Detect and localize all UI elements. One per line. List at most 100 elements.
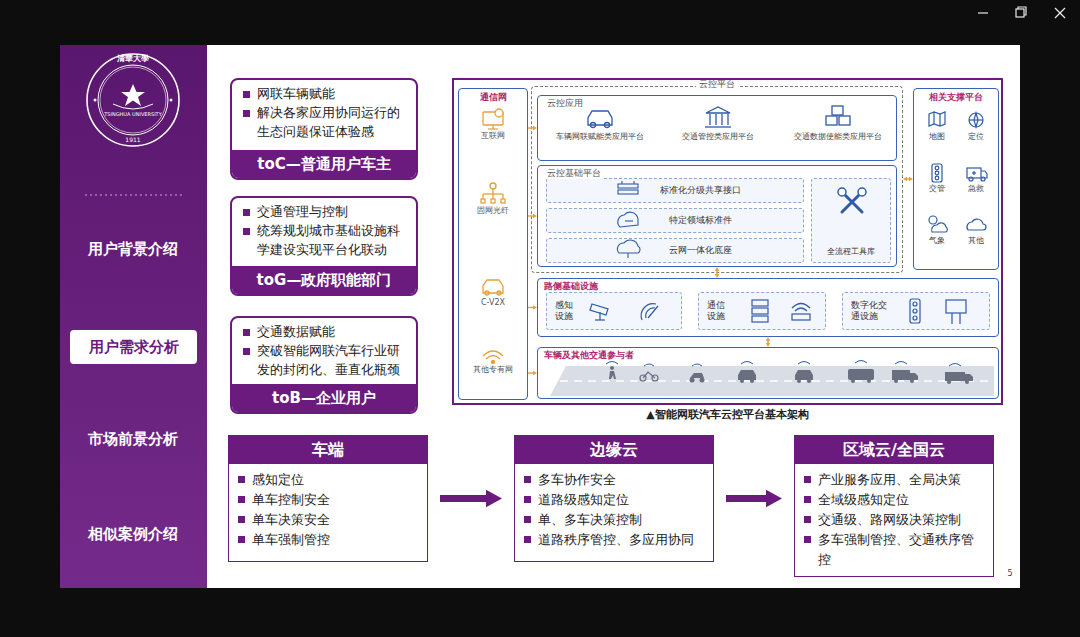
- arrowhead: [766, 337, 770, 341]
- connector-line: [528, 215, 534, 216]
- facility-label: 数字化交通设施: [851, 300, 888, 322]
- panel-heading: 区域云/全国云: [843, 440, 945, 461]
- card-footer-label: toC—普通用户车主: [257, 155, 390, 174]
- text-label: 交通管控类应用平台: [682, 133, 754, 142]
- tier-panel: 车端感知定位单车控制安全单车决策安全单车强制管控: [228, 435, 428, 562]
- arrowhead: [533, 305, 537, 309]
- connector: [528, 214, 537, 218]
- arrowhead: [766, 490, 782, 508]
- text-label: 相似案例介绍: [88, 526, 178, 543]
- connector: [726, 490, 782, 508]
- arrowhead: [533, 371, 537, 375]
- text-label: 其他专有网: [473, 366, 513, 375]
- box-label: 用户需求分析: [89, 338, 179, 357]
- layer-title: 通信网: [480, 93, 507, 103]
- bullet-text: 交通管理与控制: [242, 203, 408, 222]
- connector: [715, 267, 719, 278]
- text-label: 互联网: [481, 132, 505, 141]
- connector-line: [528, 127, 534, 128]
- facility-label: 感知设施: [555, 300, 574, 322]
- user-card: 网联车辆赋能解决各家应用协同运行的生态问题保证体验感 toC—普通用户车主: [230, 78, 418, 180]
- connector: [528, 305, 537, 309]
- connector: [903, 177, 913, 181]
- box-label: 标准化分级共享接口: [660, 184, 741, 197]
- connector: [766, 337, 770, 347]
- layer-title: 云控基础平台: [544, 169, 604, 179]
- bullet-text: 多车强制管控、交通秩序管控: [803, 530, 985, 570]
- layer-box: 云控基础平台标准化分级共享接口特定领域标准件云网一体化底座 全流程工具库: [537, 165, 897, 267]
- bullet-text: 单车决策安全: [237, 510, 419, 530]
- arrowhead: [533, 126, 537, 130]
- connector: [528, 126, 537, 130]
- bullet-text: 全域级感知定位: [803, 490, 985, 510]
- support-box: 相关支撑平台: [913, 88, 999, 270]
- user-card: 交通数据赋能突破智能网联汽车行业研发的封闭化、垂直化瓶颈toB—企业用户: [230, 316, 418, 414]
- bullet-text: 产业服务应用、全局决策: [803, 470, 985, 490]
- text-label: 定位: [968, 133, 984, 142]
- connector-line: [528, 372, 534, 373]
- layer-box: 路侧基础设施感知设施 通信设施 数字化交通设施: [537, 278, 999, 337]
- facility-box: 通信设施: [698, 292, 826, 330]
- text-label: 市场前景分析: [88, 431, 178, 448]
- layer-title: 路侧基础设施: [544, 282, 598, 292]
- connector-line: [767, 340, 768, 344]
- bullet-text: 单、多车决策控制: [523, 510, 705, 530]
- menu-item-active: 用户需求分析: [70, 330, 197, 364]
- bullet-text: 交通数据赋能: [242, 323, 408, 342]
- text-label: 气象: [929, 237, 945, 246]
- architecture-frame: ▲智能网联汽车云控平台基本架构通信网云控平台云控应用云控基础平台标准化分级共享接…: [452, 78, 1003, 405]
- layer-box: 车辆及其他交通参与者: [537, 347, 999, 399]
- layer-title: 车辆及其他交通参与者: [544, 351, 634, 361]
- layer-box: 云控应用: [537, 95, 897, 161]
- user-card: 交通管理与控制统筹规划城市基础设施科学建设实现平台化联动 toG—政府职能部门: [230, 196, 418, 296]
- bullet-text: 统筹规划城市基础设施科学建设实现平台化联动: [242, 222, 408, 260]
- connector-line: [440, 495, 489, 502]
- arrowhead: [715, 274, 719, 278]
- arrowhead: [715, 267, 719, 271]
- arrowhead: [533, 214, 537, 218]
- bullet-text: 网联车辆赋能: [242, 85, 408, 104]
- group-title: 云控平台: [696, 80, 738, 90]
- panel-heading: 边缘云: [590, 440, 638, 461]
- connector: [528, 371, 537, 375]
- facility-box: 感知设施: [546, 292, 682, 330]
- bullet-text: 道路秩序管控、多应用协同: [523, 530, 705, 550]
- text-label: 1911: [125, 137, 140, 144]
- facility-label: 通信设施: [707, 300, 726, 322]
- component-box: 特定领域标准件: [546, 208, 804, 233]
- tier-panel: 区域云/全国云产业服务应用、全局决策全域级感知定位交通级、路网级决策控制多车强制…: [794, 435, 994, 577]
- card-footer-label: toG—政府职能部门: [257, 271, 392, 290]
- bullet-text: 感知定位: [237, 470, 419, 490]
- arrowhead: [486, 490, 502, 508]
- text-label: 用户背景介绍: [88, 241, 178, 258]
- text-label: 交管: [929, 185, 945, 194]
- arrowhead: [766, 343, 770, 347]
- card-footer-label: toB—企业用户: [272, 389, 376, 408]
- bullet-text: 多车协作安全: [523, 470, 705, 490]
- connector-line: [906, 178, 910, 179]
- box-label: 特定领域标准件: [669, 214, 732, 227]
- text-label: 5: [1007, 570, 1012, 579]
- component-box: 云网一体化底座: [546, 238, 804, 263]
- box-label: 全流程工具库: [812, 246, 890, 257]
- panel-heading: 车端: [312, 440, 344, 461]
- arrowhead: [909, 177, 913, 181]
- tier-panel: 边缘云多车协作安全道路级感知定位单、多车决策控制道路秩序管控、多应用协同: [514, 435, 714, 562]
- connector-line: [528, 307, 534, 308]
- text-label: TSINGHUA UNIVERSITY: [104, 112, 161, 118]
- bullet-text: 单车强制管控: [237, 530, 419, 550]
- bullet-text: 交通级、路网级决策控制: [803, 510, 985, 530]
- text-label: C-V2X: [481, 299, 505, 308]
- connector-line: [716, 270, 717, 275]
- bullet-text: 单车控制安全: [237, 490, 419, 510]
- component-box: 标准化分级共享接口: [546, 178, 804, 203]
- text-label: 车辆网联赋能类应用平台: [556, 133, 644, 142]
- box-label: 云网一体化底座: [669, 244, 732, 257]
- bullet-text: 解决各家应用协同运行的生态问题保证体验感: [242, 104, 408, 142]
- bullet-text: 道路级感知定位: [523, 490, 705, 510]
- text-label: 地图: [929, 133, 945, 142]
- text-label: 固网光纤: [477, 207, 509, 216]
- layer-title: 云控应用: [544, 99, 586, 109]
- connector: [440, 490, 502, 508]
- text-label: 其他: [968, 237, 984, 246]
